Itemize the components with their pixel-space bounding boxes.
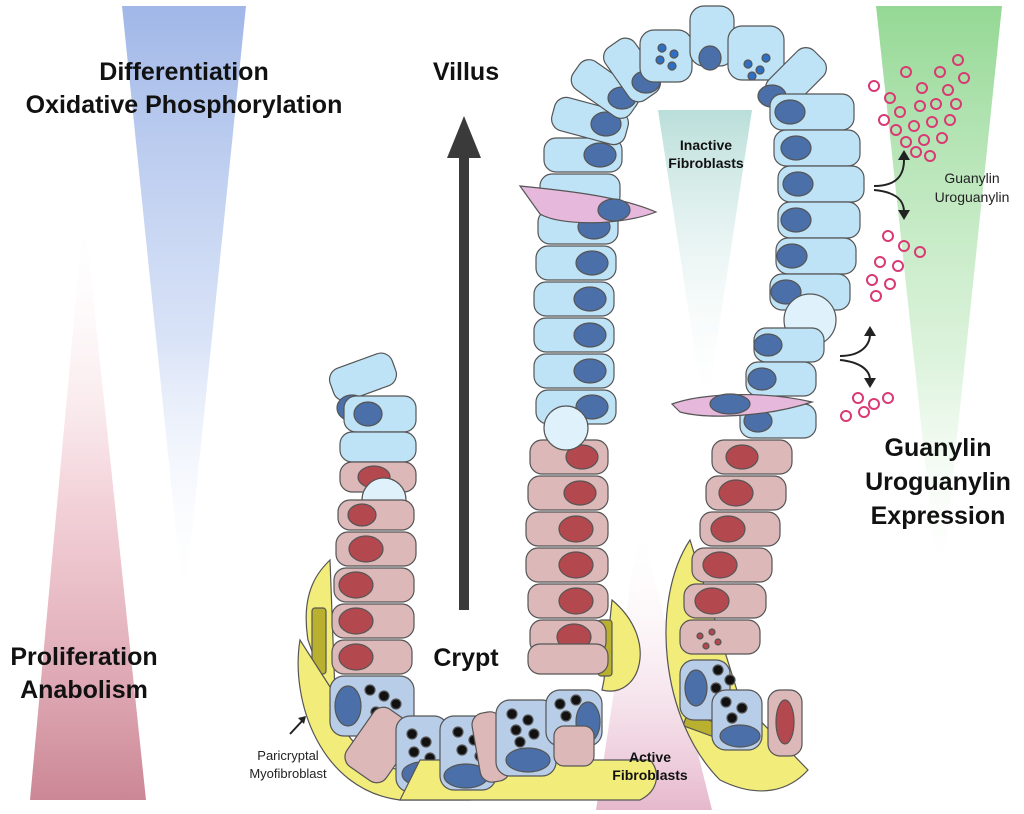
crypt-to-villus-arrow — [447, 116, 481, 610]
guanylin-small-label: Guanylin — [944, 170, 999, 186]
inactive-fibroblast-gradient — [658, 110, 752, 420]
villus-label: Villus — [433, 58, 499, 86]
paricryptal-label-2: Myofibroblast — [249, 766, 327, 781]
inactive-fibroblast-cells — [518, 185, 815, 417]
active-fibroblasts-label-2: Fibroblasts — [612, 767, 688, 783]
left-epithelium — [305, 352, 417, 721]
paricryptal-label-1: Paricryptal — [257, 748, 319, 763]
anabolism-label: Anabolism — [20, 676, 148, 704]
expression-label-3: Expression — [871, 502, 1006, 530]
oxphos-label: Oxidative Phosphorylation — [26, 91, 343, 119]
villus-left-wall — [525, 439, 641, 692]
inactive-fibroblasts-label-1: Inactive — [680, 137, 732, 153]
villus-enterocytes-left — [533, 59, 640, 451]
villus-enterocytes-right — [739, 93, 865, 439]
differentiation-label: Differentiation — [99, 58, 268, 86]
guanylin-peptides — [840, 54, 970, 422]
guanylin-expression-gradient — [876, 6, 1002, 600]
crypt-bottom — [399, 689, 658, 801]
proliferation-label: Proliferation — [10, 643, 157, 671]
secretion-arrows — [289, 150, 910, 735]
villus-tip — [603, 5, 827, 109]
right-crypt — [665, 439, 809, 792]
active-fibroblasts-label-1: Active — [629, 749, 671, 765]
uroguanylin-small-label: Uroguanylin — [935, 189, 1010, 205]
crypt-label: Crypt — [433, 644, 499, 672]
inactive-fibroblasts-label-2: Fibroblasts — [668, 155, 744, 171]
expression-label-1: Guanylin — [885, 434, 992, 462]
proliferation-gradient — [30, 210, 146, 800]
active-fibroblast-gradient — [596, 520, 712, 810]
differentiation-gradient — [122, 6, 246, 610]
expression-label-2: Uroguanylin — [865, 468, 1011, 496]
